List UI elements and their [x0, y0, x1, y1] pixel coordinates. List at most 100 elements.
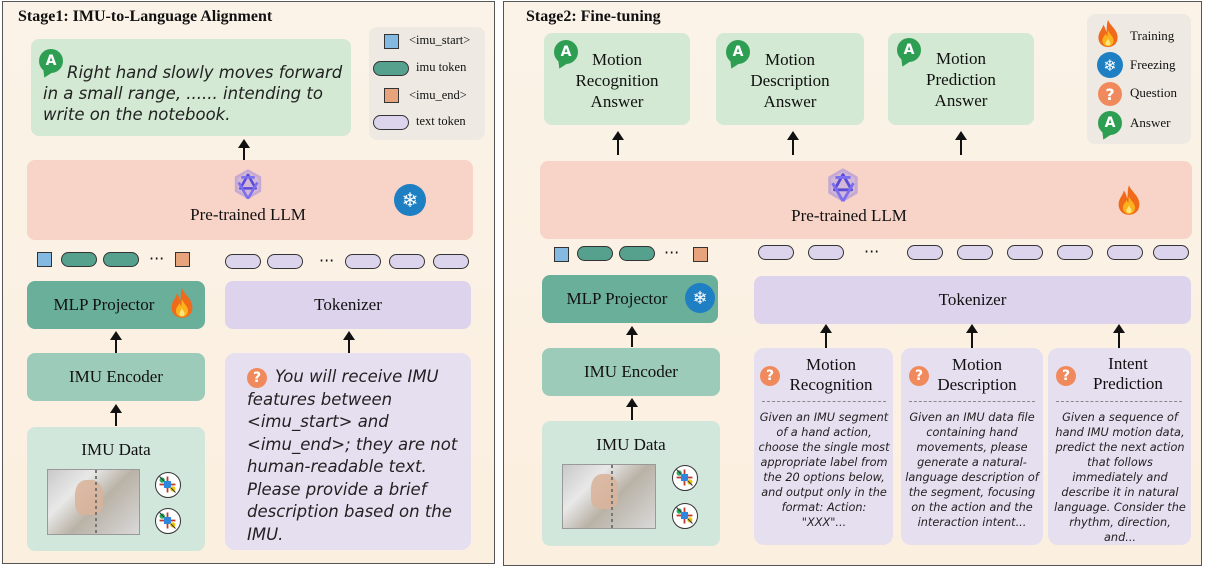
question-recognition-title: Motion Recognition — [789, 355, 873, 394]
arrow-llm-to-answer — [787, 131, 799, 155]
arrow-llm-to-answer — [612, 131, 624, 155]
token-text — [808, 245, 844, 260]
stage2-imu-encoder: IMU Encoder — [542, 348, 720, 396]
stage1-question-box — [225, 353, 471, 550]
legend-imu-token-label: imu token — [416, 60, 467, 74]
stage1-panel: Stage1: IMU-to-Language Alignment A Righ… — [2, 1, 495, 564]
stage1-imu-encoder: IMU Encoder — [27, 353, 205, 401]
stage2-llm-label: Pre-trained LLM — [791, 206, 907, 225]
token-imu-start — [37, 252, 52, 267]
token-text — [267, 254, 303, 269]
token-text — [389, 254, 425, 269]
legend-freezing-label: Freezing — [1130, 57, 1176, 72]
arrow-encoder-to-mlp — [110, 331, 122, 353]
token-text — [225, 254, 261, 269]
stage1-imu-data-label: IMU Data — [81, 440, 151, 459]
legend-imu-start-label: <imu_start> — [409, 33, 471, 47]
answer-recognition-label: Motion Recognition Answer — [575, 49, 659, 111]
imu-sensor-icon — [155, 472, 181, 498]
token-imu — [103, 252, 139, 267]
question-description-text: Given an IMU data file containing hand m… — [905, 411, 1039, 529]
stage1-tokenizer: Tokenizer — [225, 281, 471, 329]
token-imu-end — [175, 252, 190, 267]
question-icon: ? — [1098, 82, 1122, 106]
token-imu — [619, 246, 655, 261]
stage2-panel: Stage2: Fine-tuning Motion Recognition A… — [503, 1, 1202, 566]
question-divider — [909, 401, 1035, 402]
token-text — [758, 245, 794, 260]
token-imu — [61, 252, 97, 267]
imu-sensor-icon — [672, 503, 698, 529]
question-description-title: Motion Description — [937, 355, 1017, 394]
arrow-question-to-tokenizer — [966, 324, 978, 348]
flame-icon — [169, 287, 195, 319]
answer-description-label: Motion Description Answer — [750, 49, 830, 111]
question-icon: ? — [1056, 366, 1076, 386]
token-ellipsis: ··· — [149, 249, 165, 268]
token-text — [345, 254, 381, 269]
stage2-llm-box — [540, 161, 1192, 239]
token-ellipsis: ··· — [319, 251, 335, 270]
arrow-llm-to-answer — [955, 131, 967, 155]
stage1-title: Stage1: IMU-to-Language Alignment — [18, 8, 273, 25]
legend-imu-end-swatch — [384, 88, 399, 103]
arrow-question-to-tokenizer — [1113, 324, 1125, 348]
stage2-mlp-label: MLP Projector — [566, 289, 668, 308]
token-imu-end — [693, 247, 708, 262]
arrow-encoder-to-mlp — [626, 326, 638, 347]
stage2-tokenizer-label: Tokenizer — [938, 290, 1007, 309]
llm-logo-icon — [231, 168, 265, 202]
token-text — [907, 245, 943, 260]
llm-logo-icon — [824, 167, 862, 205]
snowflake-icon: ❄ — [1097, 52, 1123, 78]
question-recognition-text: Given an IMU segment of a hand action, c… — [758, 411, 890, 529]
answer-icon: A — [897, 38, 921, 62]
token-text — [957, 245, 993, 260]
arrow-llm-to-answer — [238, 139, 250, 161]
token-text — [1153, 245, 1189, 260]
imu-sensor-icon — [672, 465, 698, 491]
stage1-mlp-label: MLP Projector — [53, 295, 155, 314]
stage2-title: Stage2: Fine-tuning — [526, 8, 661, 25]
stage1-llm-label: Pre-trained LLM — [190, 205, 306, 224]
arrow-data-to-encoder — [626, 398, 638, 420]
token-text — [1007, 245, 1043, 260]
token-ellipsis: ··· — [664, 243, 680, 262]
token-text — [433, 254, 469, 269]
answer-icon: A — [726, 40, 750, 64]
snowflake-icon: ❄ — [394, 184, 426, 216]
flame-icon — [1116, 184, 1142, 216]
token-imu — [577, 246, 613, 261]
legend-question-label: Question — [1130, 85, 1177, 100]
legend-imu-token-swatch — [373, 61, 409, 76]
stage1-answer-box — [31, 39, 351, 136]
question-divider — [1056, 401, 1182, 402]
question-icon: ? — [760, 366, 780, 386]
legend-text-token-swatch — [373, 115, 409, 130]
arrow-question-to-tokenizer — [820, 324, 832, 348]
answer-icon: A — [1098, 111, 1122, 135]
flame-icon — [1096, 19, 1120, 48]
stage1-encoder-label: IMU Encoder — [69, 367, 163, 386]
token-imu-start — [554, 247, 569, 262]
arrow-data-to-encoder — [110, 404, 122, 426]
stage2-imu-data-label: IMU Data — [596, 435, 666, 454]
question-prediction-title: Intent Prediction — [1093, 354, 1163, 393]
answer-icon: A — [39, 49, 63, 73]
stage2-tokenizer: Tokenizer — [754, 276, 1191, 324]
token-text — [1057, 245, 1093, 260]
snowflake-icon: ❄ — [685, 283, 715, 313]
question-divider — [762, 401, 886, 402]
legend-training-label: Training — [1130, 28, 1175, 43]
question-prediction-text: Given a sequence of hand IMU motion data… — [1054, 411, 1186, 544]
stage1-question-text: You will receive IMU features between <i… — [247, 367, 458, 544]
answer-prediction-label: Motion Prediction Answer — [926, 48, 996, 110]
answer-icon: A — [554, 40, 578, 64]
arrow-question-to-tokenizer — [343, 331, 355, 353]
legend-text-token-label: text token — [416, 114, 466, 128]
legend-imu-start-swatch — [384, 34, 399, 49]
stage1-tokenizer-label: Tokenizer — [314, 295, 382, 314]
stage2-encoder-label: IMU Encoder — [584, 362, 678, 381]
legend-imu-end-label: <imu_end> — [409, 88, 467, 102]
imu-sensor-icon — [155, 508, 181, 534]
